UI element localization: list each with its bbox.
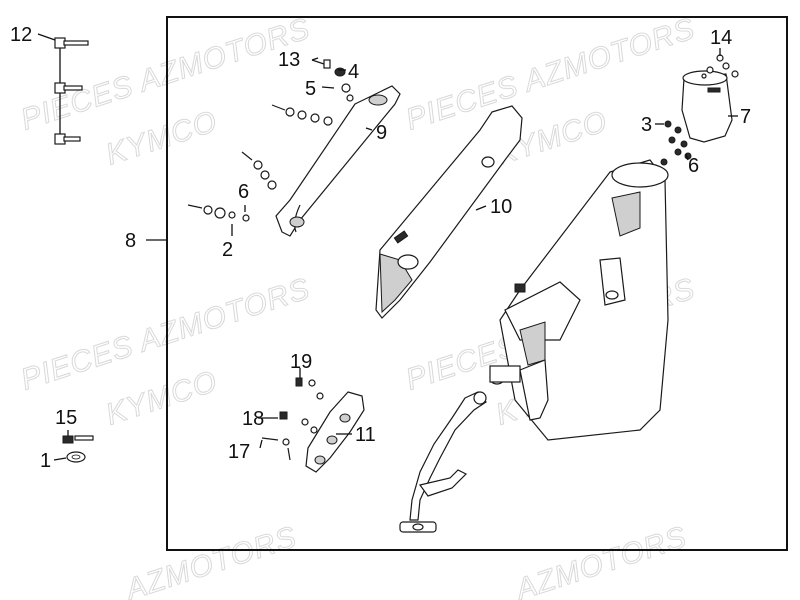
callout-3: 3	[641, 114, 652, 136]
callout-5: 5	[305, 78, 316, 100]
watermark-brand: KYMCO	[102, 365, 222, 432]
gasket-1-hole	[71, 454, 81, 460]
watermark-brand: PIECES AZMOTORS	[17, 12, 314, 137]
callout-9: 9	[376, 122, 387, 144]
callout-19: 19	[290, 351, 312, 373]
heat-shield-10	[375, 105, 523, 319]
callout-2: 2	[222, 239, 233, 261]
leader-lines	[37, 33, 738, 461]
watermark-brand: AZMOTORS	[510, 520, 691, 600]
fasteners-13-5-4	[311, 59, 354, 102]
fasteners-19-18-17	[261, 377, 324, 461]
callout-10: 10	[490, 196, 512, 218]
callout-12: 12	[10, 24, 32, 46]
fasteners-14	[706, 54, 739, 78]
watermark-brand: KYMCO	[102, 105, 222, 172]
muffler	[489, 158, 669, 441]
bolt	[54, 82, 83, 94]
callout-13: 13	[278, 49, 300, 71]
watermark-brand: PIECES AZMOTORS	[17, 272, 314, 397]
heat-shield-11	[305, 391, 365, 473]
callouts: 12 15 1 8 13 4 5 9 6 2 10 14 3 7 6 19 18…	[10, 24, 751, 472]
bolt	[54, 37, 89, 49]
fasteners-9	[187, 104, 333, 222]
callout-6: 6	[238, 181, 249, 203]
bracket-9	[275, 85, 401, 237]
end-cap-7	[681, 70, 733, 143]
exhaust-pipe	[399, 391, 487, 533]
callout-17: 17	[228, 441, 250, 463]
callout-8: 8	[125, 230, 136, 252]
callout-1: 1	[40, 450, 51, 472]
bolt	[54, 133, 81, 145]
callout-7: 7	[740, 106, 751, 128]
watermark-brand: AZMOTORS	[120, 520, 301, 600]
nut-15	[62, 430, 94, 444]
callout-4: 4	[348, 61, 359, 83]
bolt-set-12	[54, 37, 89, 145]
assembly-frame	[166, 16, 788, 551]
callout-14: 14	[710, 27, 732, 49]
callout-6: 6	[688, 155, 699, 177]
watermark-brand: PIECES AZMOTORS	[402, 12, 699, 137]
callout-11: 11	[355, 424, 376, 446]
callout-15: 15	[55, 407, 77, 429]
callout-18: 18	[242, 408, 264, 430]
